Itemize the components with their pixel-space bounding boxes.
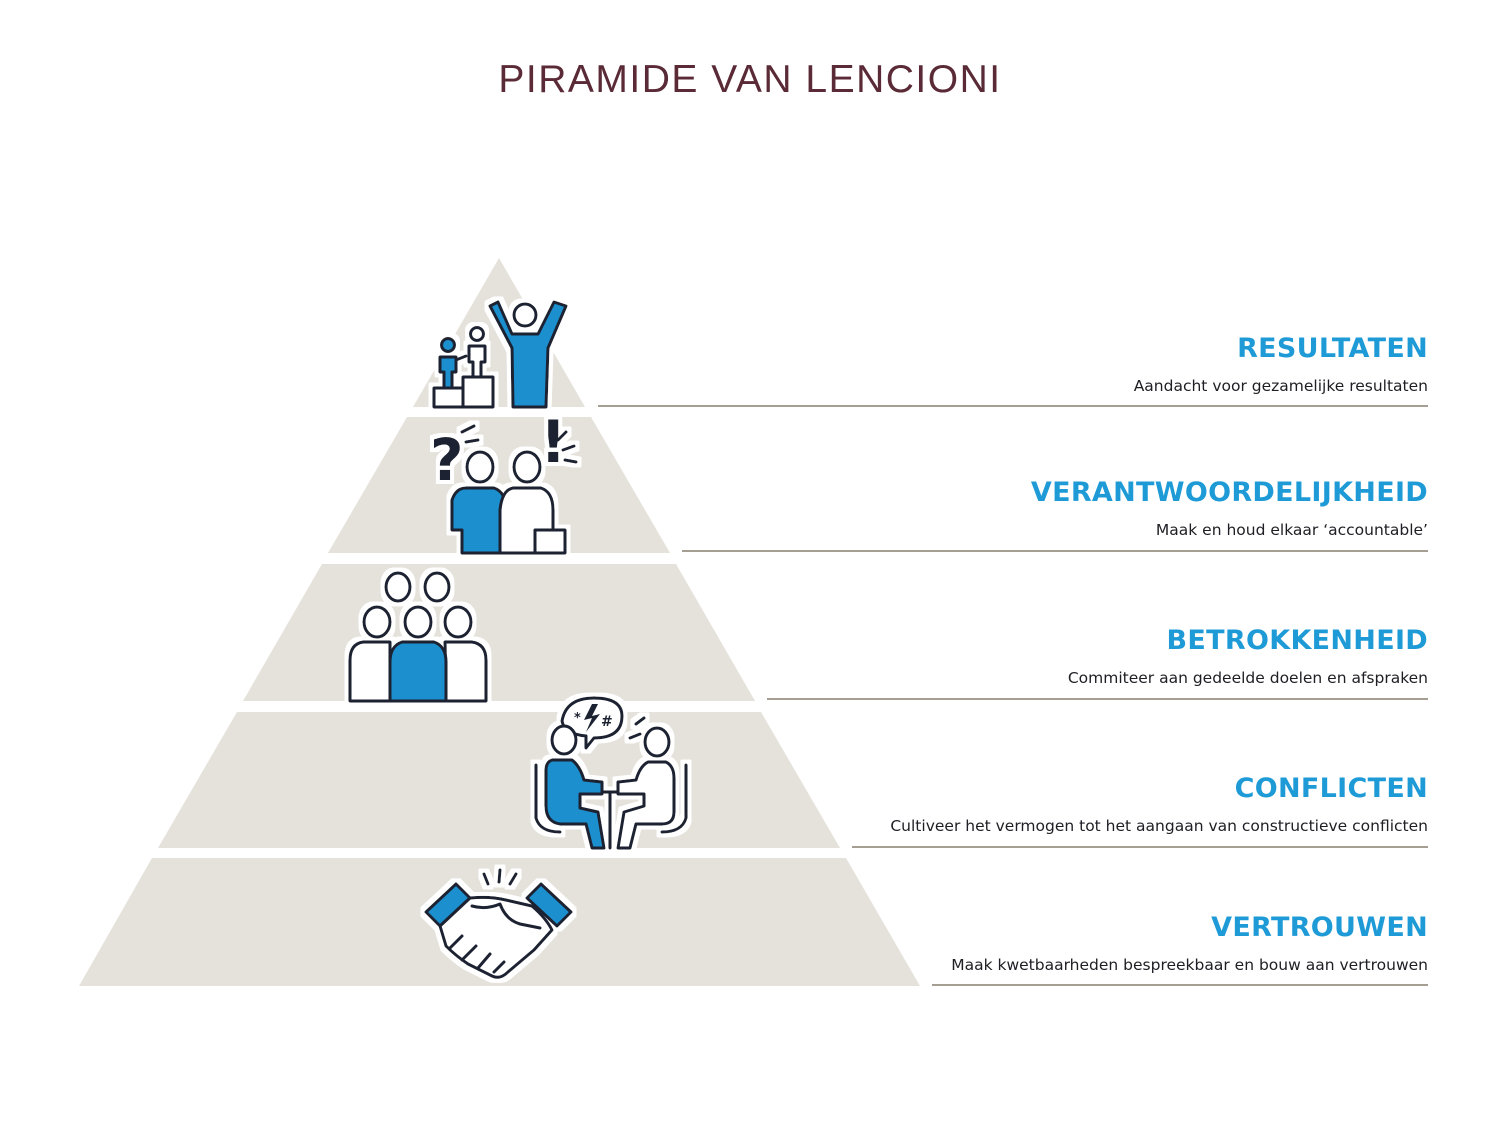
level-description: Cultiveer het vermogen tot het aangaan v… [890, 817, 1428, 835]
level-description: Commiteer aan gedeelde doelen en afsprak… [1067, 669, 1428, 687]
level-title: VERTROUWEN [1211, 912, 1428, 943]
svg-text:#: # [601, 714, 613, 730]
level-divider [767, 698, 1428, 700]
level-resultaten: RESULTATEN Aandacht voor gezamelijke res… [1134, 333, 1428, 396]
level-description: Maak kwetbaarheden bespreekbaar en bouw … [951, 956, 1428, 974]
level-vertrouwen: VERTROUWEN Maak kwetbaarheden bespreekba… [951, 912, 1428, 975]
level-title: RESULTATEN [1237, 333, 1428, 364]
pyramid-tier-verantwoordelijkheid [328, 417, 670, 553]
level-title: VERANTWOORDELIJKHEID [1030, 477, 1428, 508]
level-title: CONFLICTEN [1234, 773, 1428, 804]
question-exclamation-people-icon: ? ! [430, 408, 578, 555]
page-title: PIRAMIDE VAN LENCIONI [498, 58, 1002, 101]
level-divider [598, 405, 1428, 407]
level-conflicten: CONFLICTEN Cultiveer het vermogen tot he… [890, 773, 1428, 836]
level-divider [682, 550, 1428, 552]
level-verantwoordelijkheid: VERANTWOORDELIJKHEID Maak en houd elkaar… [1031, 477, 1428, 540]
level-betrokkenheid: BETROKKENHEID Commiteer aan gedeelde doe… [1068, 625, 1428, 688]
handshake-icon [424, 868, 573, 979]
level-description: Aandacht voor gezamelijke resultaten [1133, 377, 1428, 395]
level-description: Maak en houd elkaar ‘accountable’ [1155, 521, 1428, 539]
pyramid-tier-betrokkenheid [243, 564, 755, 701]
level-divider [932, 984, 1428, 986]
group-people-icon [348, 571, 488, 703]
level-title: BETROKKENHEID [1166, 625, 1428, 656]
pyramid-tier-conflicten [158, 712, 840, 848]
podium-winners-icon [432, 300, 568, 409]
level-divider [852, 846, 1428, 848]
pyramid-tier-resultaten [413, 258, 585, 407]
arguing-people-icon: * # [534, 696, 688, 850]
svg-text:?: ? [430, 426, 464, 494]
svg-text:!: ! [540, 408, 566, 476]
svg-text:*: * [574, 711, 581, 726]
